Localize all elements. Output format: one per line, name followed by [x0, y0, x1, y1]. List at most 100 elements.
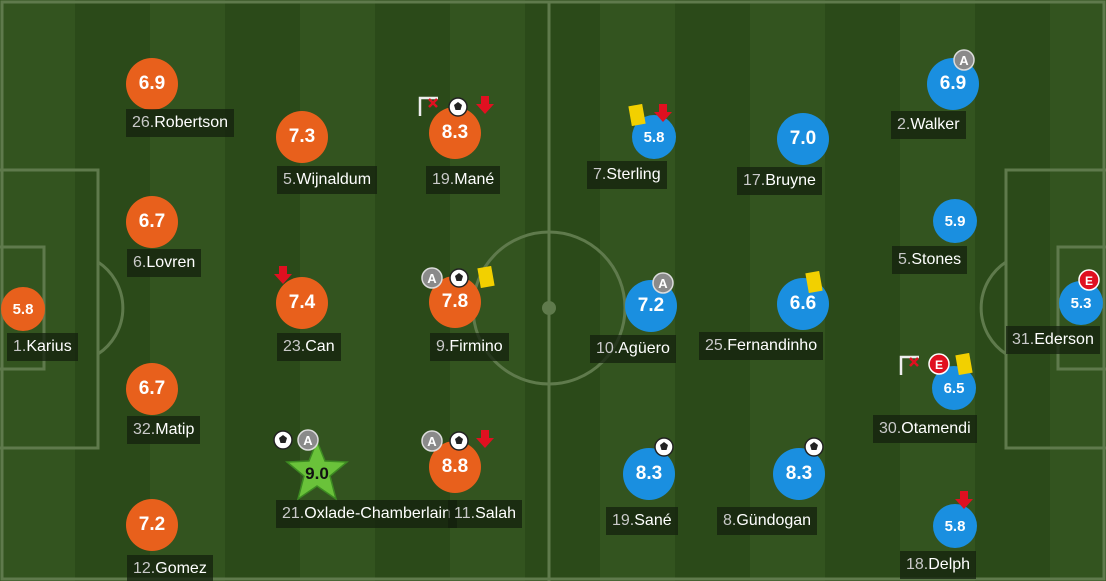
player-nameplate[interactable]: 30.Otamendi	[873, 415, 977, 443]
player-rating[interactable]: 8.3	[773, 448, 825, 500]
sub-off-icon	[654, 104, 672, 122]
player-name: Sterling	[606, 166, 661, 183]
player-number: 19.	[612, 512, 635, 529]
svg-text:A: A	[303, 433, 313, 448]
player-number: 8.	[723, 512, 737, 529]
goal-ball-icon	[449, 268, 469, 288]
player-number: 17.	[743, 172, 766, 189]
player-nameplate[interactable]: 5.Wijnaldum	[277, 166, 378, 194]
player-nameplate[interactable]: 2.Walker	[891, 111, 966, 139]
player-nameplate[interactable]: 11.Salah	[448, 500, 522, 528]
assist-icon: A	[421, 430, 443, 452]
player-rating[interactable]: 7.3	[276, 111, 328, 163]
player-nameplate[interactable]: 32.Matip	[127, 416, 201, 444]
yellow-card-icon	[477, 266, 495, 288]
player-number: 9.	[436, 338, 450, 355]
player-number: 26.	[132, 114, 155, 131]
svg-text:A: A	[658, 276, 668, 291]
error-icon: E	[1078, 269, 1100, 291]
player-rating[interactable]: 5.9	[933, 199, 977, 243]
yellow-card-icon	[805, 271, 823, 293]
error-icon: E	[928, 353, 950, 375]
player-name: Firmino	[449, 338, 503, 355]
player-rating[interactable]: 7.8	[429, 276, 481, 328]
player-nameplate[interactable]: 8.Gündogan	[717, 507, 818, 535]
player-nameplate[interactable]: 17.Bruyne	[737, 167, 822, 195]
player-nameplate[interactable]: 18.Delph	[900, 551, 977, 579]
player-rating[interactable]: 5.8	[933, 504, 977, 548]
player-rating[interactable]: 6.9	[126, 58, 178, 110]
player-rating[interactable]: 7.2	[625, 280, 677, 332]
yellow-card-icon	[628, 104, 646, 126]
player-nameplate[interactable]: 21.Oxlade-Chamberlain	[276, 500, 457, 528]
player-name: Lovren	[146, 254, 196, 271]
player-nameplate[interactable]: 19.Sané	[606, 507, 678, 535]
yellow-card-icon	[955, 353, 973, 375]
goal-ball-icon	[449, 431, 469, 451]
player-nameplate[interactable]: 7.Sterling	[587, 161, 667, 189]
goal-ball-icon	[654, 437, 674, 457]
assist-icon: A	[652, 272, 674, 294]
player-number: 18.	[906, 556, 929, 573]
svg-text:E: E	[1085, 274, 1093, 288]
player-nameplate[interactable]: 26.Robertson	[126, 109, 235, 137]
player-name: Karius	[26, 338, 72, 355]
player-name: Fernandinho	[727, 337, 818, 354]
missed-shot-icon	[418, 96, 438, 116]
assist-icon: A	[297, 429, 319, 451]
sub-off-icon	[955, 491, 973, 509]
player-number: 21.	[282, 505, 305, 522]
player-nameplate[interactable]: 25.Fernandinho	[699, 332, 824, 360]
player-name: Gündogan	[736, 512, 812, 529]
player-name: Walker	[910, 116, 960, 133]
svg-text:A: A	[427, 271, 437, 286]
player-number: 11.	[454, 505, 476, 522]
player-nameplate[interactable]: 23.Can	[277, 333, 341, 361]
player-number: 5.	[283, 171, 297, 188]
player-name: Mané	[454, 171, 495, 188]
player-number: 31.	[1012, 331, 1035, 348]
svg-text:A: A	[959, 53, 969, 68]
player-rating[interactable]: 6.7	[126, 363, 178, 415]
player-name: Matip	[155, 421, 195, 438]
player-nameplate[interactable]: 9.Firmino	[430, 333, 509, 361]
player-nameplate[interactable]: 12.Gomez	[127, 555, 213, 581]
player-nameplate[interactable]: 1.Karius	[7, 333, 78, 361]
sub-off-icon	[476, 430, 494, 448]
player-rating[interactable]: 9.0	[284, 439, 350, 501]
player-rating[interactable]: 7.2	[126, 499, 178, 551]
player-nameplate[interactable]: 6.Lovren	[127, 249, 202, 277]
player-name: Sané	[634, 512, 672, 529]
player-number: 32.	[133, 421, 156, 438]
player-number: 19.	[432, 171, 455, 188]
assist-icon: A	[421, 267, 443, 289]
player-rating[interactable]: 7.0	[777, 113, 829, 165]
player-number: 2.	[897, 116, 911, 133]
player-rating-value: 9.0	[305, 464, 329, 483]
player-name: Bruyne	[765, 172, 816, 189]
player-number: 30.	[879, 420, 902, 437]
player-name: Gomez	[155, 560, 207, 577]
player-rating[interactable]: 7.4	[276, 277, 328, 329]
player-number: 25.	[705, 337, 728, 354]
missed-shot-icon	[899, 355, 919, 375]
player-name: Oxlade-Chamberlain	[304, 505, 451, 522]
player-name: Salah	[475, 505, 516, 522]
player-rating[interactable]: 8.3	[623, 448, 675, 500]
player-number: 23.	[283, 338, 306, 355]
player-nameplate[interactable]: 31.Ederson	[1006, 326, 1100, 354]
player-nameplate[interactable]: 19.Mané	[426, 166, 501, 194]
player-name: Agüero	[618, 340, 670, 357]
player-name: Robertson	[154, 114, 229, 131]
goal-ball-icon	[804, 437, 824, 457]
player-rating[interactable]: 5.8	[1, 287, 45, 331]
player-nameplate[interactable]: 5.Stones	[892, 246, 968, 274]
player-rating[interactable]: 6.7	[126, 196, 178, 248]
player-name: Delph	[928, 556, 971, 573]
goal-ball-icon	[448, 97, 468, 117]
man-of-the-match-star-icon	[285, 439, 349, 501]
player-name: Otamendi	[901, 420, 971, 437]
player-nameplate[interactable]: 10.Agüero	[590, 335, 676, 363]
